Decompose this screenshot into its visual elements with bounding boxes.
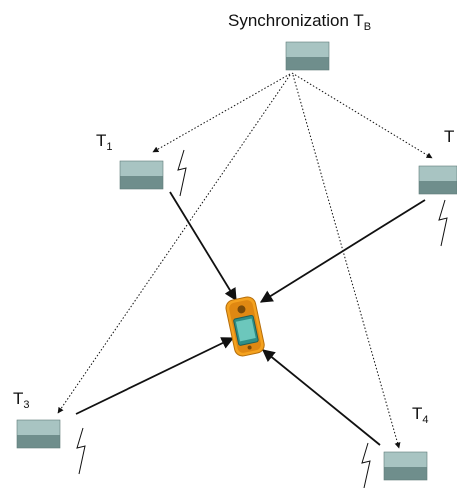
t3-label-subscript: 3 [23,399,30,411]
transmitter-box-tb [285,41,330,71]
t4-label-subscript: 4 [422,414,429,426]
arrow-t3-to-device [75,337,235,415]
transmitter-box-t2 [418,165,457,195]
t2-label-text: T [444,127,455,146]
sync-label-subscript: B [363,21,372,33]
sync-label-text: Synchronization T [228,11,364,30]
arrow-t2-to-device [259,199,426,303]
signal-icon-t4 [361,442,371,488]
sync-transmitter-label: Synchronization TB [228,12,371,33]
t4-label: T4 [412,405,429,426]
gps-handheld-icon [225,296,265,357]
transmitter-box-t4 [383,451,428,481]
transmitter-box-t1 [119,160,164,190]
arrow-t1-to-device [169,191,237,302]
sync-line-to-t2 [291,72,433,159]
t1-label-text: T [96,131,107,150]
transmitter-box-t3 [16,419,61,449]
t4-label-text: T [412,404,423,423]
transmission-arrows [75,191,426,446]
t1-label: T1 [96,132,113,153]
t3-label-text: T [13,389,24,408]
signal-icon-t2 [438,199,448,247]
sync-broadcast-lines [57,72,433,449]
sync-line-to-t1 [152,73,291,153]
t2-label: T [444,128,454,145]
t1-label-subscript: 1 [106,141,113,153]
sync-line-to-t3 [57,74,291,414]
t3-label: T3 [13,390,30,411]
arrow-t4-to-device [262,349,381,446]
sync-line-to-t4 [292,74,401,449]
signal-icon-t3 [76,427,86,475]
signal-glyphs [76,149,448,488]
signal-icon-t1 [177,149,187,197]
